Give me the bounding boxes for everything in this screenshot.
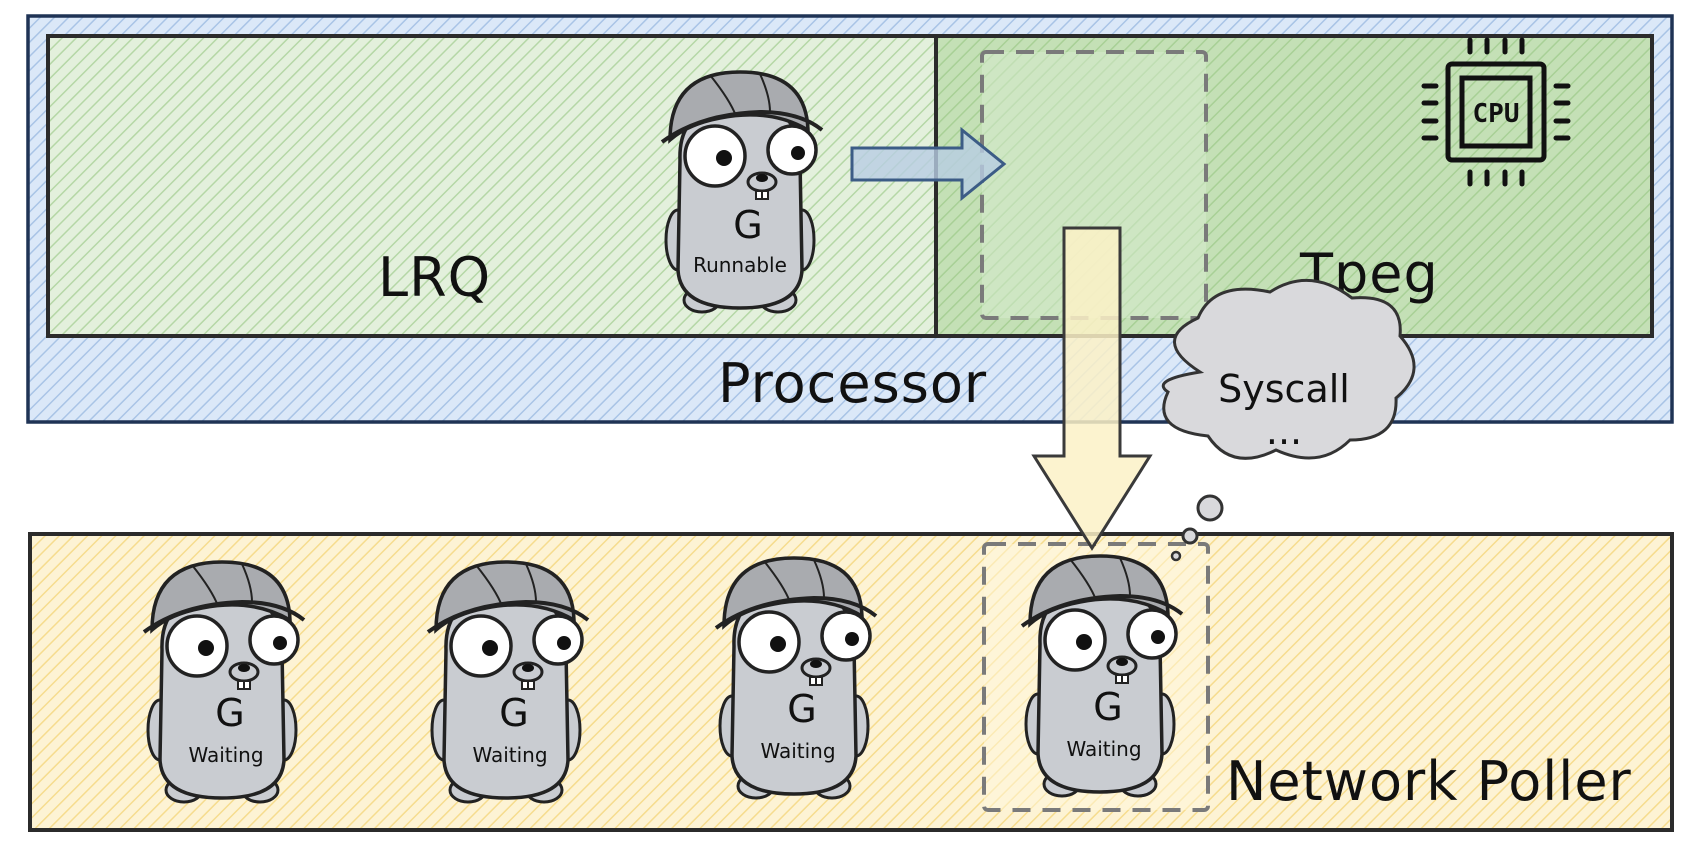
gopher-waiting-1: G Waiting	[142, 560, 306, 804]
gopher-runnable: G Runnable	[660, 70, 824, 314]
lrq-box	[46, 34, 938, 338]
syscall-label: Syscall	[1218, 367, 1350, 411]
lrq-label: LRQ	[378, 246, 491, 309]
gopher-waiting-2: G Waiting	[426, 560, 590, 804]
gopher-waiting-3: G Waiting	[714, 556, 878, 800]
gopher-waiting-4: G Waiting	[1020, 554, 1184, 798]
processor-label: Processor	[718, 352, 987, 415]
gopher-waiting-glyph: G	[1093, 685, 1122, 729]
thought-cloud-icon: Syscall ...	[1161, 278, 1416, 562]
tpeg-dashed-slot	[980, 50, 1208, 320]
gopher-runnable-status: Runnable	[693, 253, 787, 277]
arrow-down-icon	[1031, 226, 1153, 551]
gopher-waiting-status: Waiting	[472, 743, 547, 767]
cpu-label: CPU	[1473, 99, 1520, 129]
network-poller-label: Network Poller	[1226, 750, 1632, 813]
gopher-waiting-status: Waiting	[188, 743, 263, 767]
syscall-ellipsis: ...	[1266, 409, 1302, 453]
gopher-runnable-glyph: G	[733, 203, 762, 247]
gopher-waiting-status: Waiting	[1066, 737, 1141, 761]
gopher-waiting-status: Waiting	[760, 739, 835, 763]
gopher-waiting-glyph: G	[215, 691, 244, 735]
gopher-waiting-glyph: G	[787, 687, 816, 731]
gopher-waiting-glyph: G	[499, 691, 528, 735]
cpu-chip-icon: CPU	[1421, 37, 1571, 187]
arrow-right-icon	[850, 126, 1007, 202]
